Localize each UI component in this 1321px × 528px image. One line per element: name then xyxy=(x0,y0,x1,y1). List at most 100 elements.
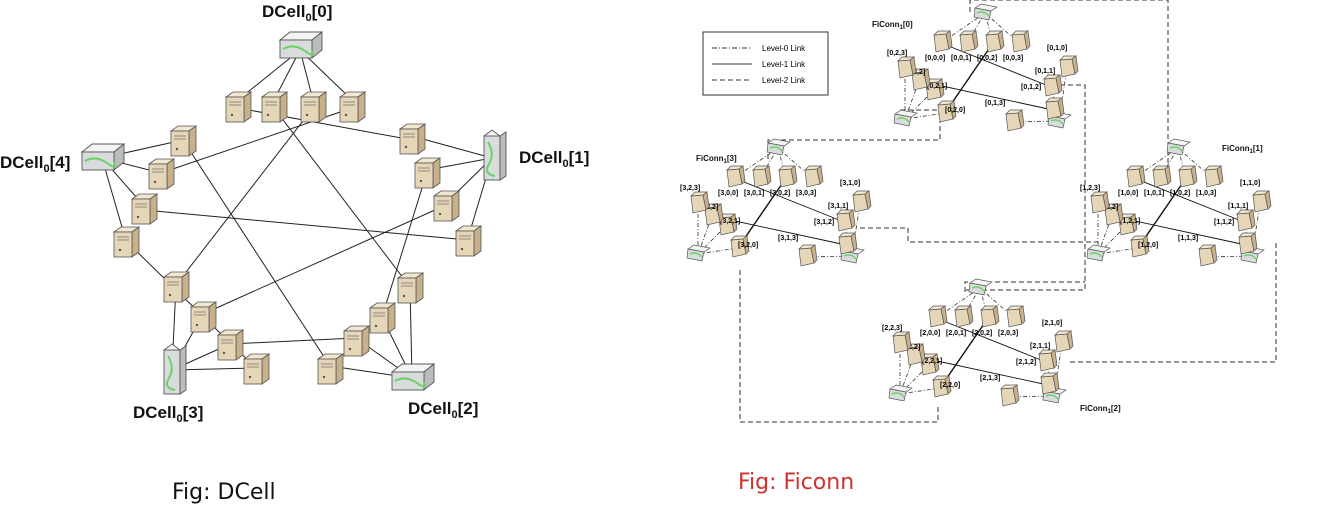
server-icon xyxy=(1238,232,1258,255)
server-icon xyxy=(163,271,190,303)
ficonn-cell-titles: FiConn1[0] FiConn1[1] FiConn1[2] FiConn1… xyxy=(696,20,1263,415)
dcell1-switch-icon xyxy=(483,129,507,181)
server-icon xyxy=(838,232,858,255)
server-icon xyxy=(1059,55,1079,78)
server-icon xyxy=(1198,244,1218,267)
server-icon xyxy=(985,30,1005,53)
server-icon xyxy=(752,165,772,188)
ficonn-cell-1: [1,0,0][1,0,1][1,0,2][1,0,3][1,1,0][1,1,… xyxy=(1080,138,1272,267)
server-icon xyxy=(131,193,158,225)
server-label: [1,0,1] xyxy=(1144,190,1164,197)
level0-link xyxy=(697,247,739,255)
server-icon xyxy=(1236,209,1256,232)
dcell-label-1: DCell0[1] xyxy=(519,148,589,170)
level2-link xyxy=(860,227,1098,243)
dcell-label-0: DCell0[0] xyxy=(262,2,332,24)
ficonn-title-3: FiConn1[3] xyxy=(696,154,737,165)
server-label: [0,0,3] xyxy=(1003,55,1023,62)
level0-link xyxy=(1177,147,1187,179)
ficonn-caption: Fig: Ficonn xyxy=(738,470,855,495)
switch-icon xyxy=(968,278,993,296)
server-icon xyxy=(300,91,327,123)
dcell-nodes xyxy=(81,31,507,395)
dcell-label-3: DCell0[3] xyxy=(133,403,203,425)
server-label: [0,2,3] xyxy=(887,50,907,57)
server-icon xyxy=(455,225,482,257)
dcell3-switch-icon xyxy=(163,343,187,395)
server-label: [1,0,0] xyxy=(1118,190,1138,197)
server-label: [0,2,0] xyxy=(945,107,965,114)
server-label: [1,0,2] xyxy=(1170,190,1190,197)
server-icon xyxy=(928,305,948,328)
server-icon xyxy=(243,353,270,385)
ficonn-legend: Level-0 Link Level-1 Link Level-2 Link xyxy=(702,31,829,96)
server-label: [2,0,3] xyxy=(998,330,1018,337)
server-icon xyxy=(433,190,460,222)
server-label: [2,1,0] xyxy=(1042,320,1062,327)
server-icon xyxy=(959,30,979,53)
server-label: [1,2,3] xyxy=(1080,185,1100,192)
legend-level2-label: Level-2 Link xyxy=(762,76,806,85)
server-icon xyxy=(113,226,140,258)
server-icon xyxy=(1006,305,1026,328)
level1-link xyxy=(1133,177,1245,223)
server-label: [2,0,0] xyxy=(920,330,940,337)
server-label: [1,2,0] xyxy=(1138,242,1158,249)
server-icon xyxy=(1126,165,1146,188)
level0-link xyxy=(1097,247,1139,255)
level0-link xyxy=(904,112,946,120)
server-label: [0,0,2] xyxy=(977,55,997,62)
dcell2-switch-icon xyxy=(391,363,435,391)
server-label: [3,0,2] xyxy=(770,190,790,197)
server-icon xyxy=(261,91,288,123)
server-icon xyxy=(954,305,974,328)
server-icon xyxy=(1178,165,1198,188)
dcell-caption: Fig: DCell xyxy=(172,480,276,505)
server-label: [2,0,2] xyxy=(972,330,992,337)
server-icon xyxy=(1152,165,1172,188)
server-label: [0,1,3] xyxy=(985,100,1005,107)
server-label: [3,1,0] xyxy=(840,180,860,187)
server-icon xyxy=(852,190,872,213)
server-icon xyxy=(1005,109,1025,132)
switch-icon xyxy=(686,244,711,262)
server-icon xyxy=(1040,372,1060,395)
server-icon xyxy=(414,157,441,189)
server-icon xyxy=(1038,349,1058,372)
ficonn-cell-2: [2,0,0][2,0,1][2,0,2][2,0,3][2,1,0][2,1,… xyxy=(882,278,1074,407)
switch-icon xyxy=(1086,244,1111,262)
switch-icon xyxy=(766,138,791,156)
level0-link xyxy=(979,287,989,319)
server-icon xyxy=(804,165,824,188)
ficonn-title-0: FiConn1[0] xyxy=(872,20,913,31)
ficonn-title-2: FiConn1[2] xyxy=(1080,404,1121,415)
server-icon xyxy=(726,165,746,188)
server-icon xyxy=(1043,74,1063,97)
ficonn-title-1: FiConn1[1] xyxy=(1222,144,1263,155)
server-label: [2,0,1] xyxy=(946,330,966,337)
server-label: [1,2,1] xyxy=(1120,218,1140,225)
server-icon xyxy=(690,191,710,214)
dcell0-switch-icon xyxy=(279,31,323,59)
switch-icon xyxy=(1166,138,1191,156)
dcell-label-4: DCell0[4] xyxy=(0,153,70,175)
level0-link xyxy=(899,387,941,395)
server-icon xyxy=(1000,384,1020,407)
server-icon xyxy=(798,244,818,267)
server-label: [2,2,0] xyxy=(940,382,960,389)
server-label: [0,2,1] xyxy=(927,83,947,90)
server-label: [3,2,1] xyxy=(720,218,740,225)
server-label: [0,0,1] xyxy=(951,55,971,62)
level2-link xyxy=(969,0,1169,165)
server-label: [3,0,3] xyxy=(796,190,816,197)
server-label: [3,0,1] xyxy=(744,190,764,197)
ficonn-cell-3: [3,0,0][3,0,1][3,0,2][3,0,3][3,1,0][3,1,… xyxy=(680,138,872,267)
server-icon xyxy=(397,272,424,304)
server-icon xyxy=(1045,97,1065,120)
server-icon xyxy=(148,158,175,190)
server-icon xyxy=(897,56,917,79)
ficonn-cell-0: [0,0,0][0,0,1][0,0,2][0,0,3][0,1,0][0,1,… xyxy=(887,3,1079,132)
server-label: [1,0,3] xyxy=(1196,190,1216,197)
dcell-label-2: DCell0[2] xyxy=(408,399,478,421)
